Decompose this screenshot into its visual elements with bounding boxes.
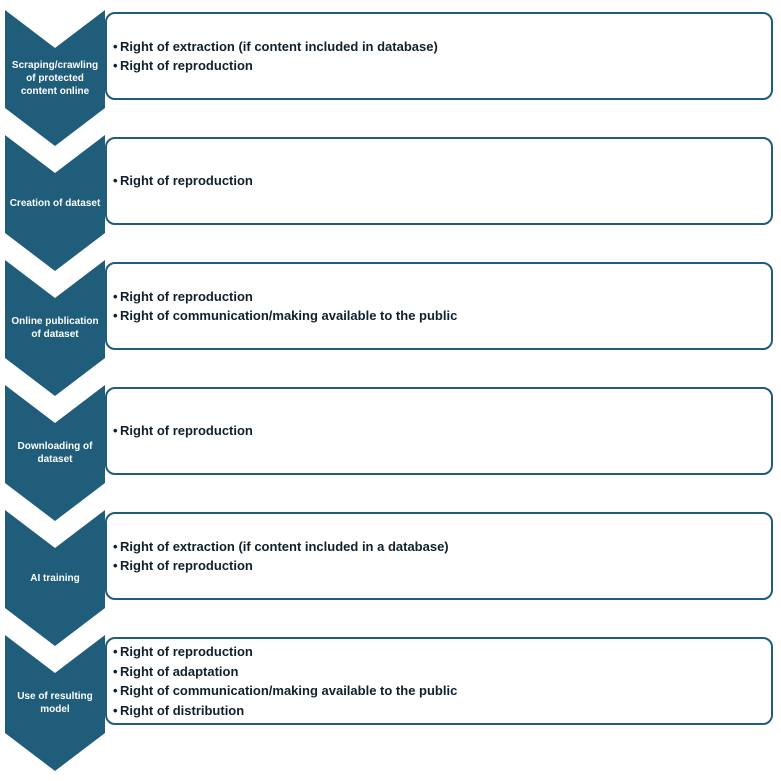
- bullet-text: Right of reproduction: [120, 288, 253, 304]
- bullet-marker: •: [113, 644, 118, 659]
- step-label: Downloading of dataset: [17, 441, 93, 465]
- chevron-down-icon: [5, 135, 105, 271]
- chevron-down-shape: Scraping/crawling of protected content o…: [5, 10, 105, 146]
- bullet-list: •Right of reproduction: [113, 171, 253, 191]
- rights-box: •Right of reproduction: [105, 387, 773, 475]
- bullet-marker: •: [113, 663, 118, 679]
- process-step: AI training •Right of extraction (if cont…: [0, 510, 781, 646]
- chevron-down-shape: Use of resulting model: [5, 635, 105, 771]
- bullet-list: •Right of reproduction: [113, 421, 253, 441]
- bullet-item: •Right of communication/making available…: [113, 306, 457, 326]
- rights-box: •Right of reproduction: [105, 137, 773, 225]
- rights-box: •Right of reproduction•Right of communic…: [105, 262, 773, 350]
- step-label: Online publication of dataset: [11, 316, 99, 340]
- step-label: AI training: [30, 572, 80, 584]
- bullet-item: •Right of reproduction: [113, 421, 253, 441]
- step-label: Use of resulting model: [17, 691, 93, 715]
- bullet-item: •Right of adaptation: [113, 662, 457, 682]
- bullet-item: •Right of distribution: [113, 701, 457, 721]
- bullet-item: •Right of reproduction: [113, 56, 438, 76]
- chevron-down-icon: [5, 510, 105, 646]
- step-label: Creation of dataset: [9, 197, 101, 209]
- bullet-text: Right of communication/making available …: [120, 683, 458, 698]
- bullet-item: •Right of reproduction: [113, 556, 449, 576]
- bullet-marker: •: [113, 173, 118, 189]
- bullet-item: •Right of reproduction: [113, 287, 457, 307]
- bullet-text: Right of communication/making available …: [120, 308, 458, 323]
- bullet-item: •Right of extraction (if content include…: [113, 537, 449, 557]
- rights-box: •Right of reproduction•Right of adaptati…: [105, 637, 773, 725]
- rights-box: •Right of extraction (if content include…: [105, 12, 773, 100]
- bullet-text: Right of reproduction: [120, 558, 253, 573]
- bullet-item: •Right of reproduction: [113, 642, 457, 662]
- bullet-marker: •: [113, 288, 118, 304]
- bullet-item: •Right of reproduction: [113, 171, 253, 191]
- bullet-marker: •: [113, 683, 118, 698]
- bullet-marker: •: [113, 702, 118, 718]
- bullet-item: •Right of extraction (if content include…: [113, 37, 438, 57]
- bullet-marker: •: [113, 58, 118, 73]
- bullet-text: Right of distribution: [120, 702, 245, 718]
- bullet-marker: •: [113, 423, 118, 439]
- process-step: Downloading of dataset •Right of reproduc…: [0, 385, 781, 521]
- bullet-list: •Right of extraction (if content include…: [113, 37, 438, 76]
- bullet-marker: •: [113, 558, 118, 573]
- bullet-list: •Right of reproduction•Right of adaptati…: [113, 642, 457, 720]
- step-label: Scraping/crawling of protected content o…: [11, 59, 99, 97]
- bullet-list: •Right of reproduction•Right of communic…: [113, 287, 457, 326]
- bullet-text: Right of reproduction: [120, 423, 253, 439]
- chevron-down-shape: Downloading of dataset: [5, 385, 105, 521]
- bullet-item: •Right of communication/making available…: [113, 681, 457, 701]
- process-step: Online publication of dataset •Right of r…: [0, 260, 781, 396]
- bullet-marker: •: [113, 38, 118, 54]
- bullet-text: Right of extraction (if content included…: [120, 38, 438, 54]
- chevron-down-icon: [5, 385, 105, 521]
- process-step: Scraping/crawling of protected content o…: [0, 10, 781, 146]
- process-step: Creation of dataset •Right of reproductio…: [0, 135, 781, 271]
- rights-box: •Right of extraction (if content include…: [105, 512, 773, 600]
- bullet-list: •Right of extraction (if content include…: [113, 537, 449, 576]
- process-step: Use of resulting model•Right of reproduc…: [0, 635, 781, 771]
- bullet-text: Right of extraction (if content included…: [120, 538, 449, 554]
- bullet-marker: •: [113, 538, 118, 554]
- bullet-text: Right of adaptation: [120, 663, 239, 679]
- bullet-text: Right of reproduction: [120, 173, 253, 189]
- chevron-down-shape: Online publication of dataset: [5, 260, 105, 396]
- chevron-down-icon: [5, 10, 105, 146]
- bullet-text: Right of reproduction: [120, 58, 253, 73]
- chevron-down-shape: AI training: [5, 510, 105, 646]
- chevron-down-icon: [5, 635, 105, 771]
- bullet-marker: •: [113, 308, 118, 323]
- chevron-down-icon: [5, 260, 105, 396]
- chevron-down-shape: Creation of dataset: [5, 135, 105, 271]
- bullet-text: Right of reproduction: [120, 644, 253, 659]
